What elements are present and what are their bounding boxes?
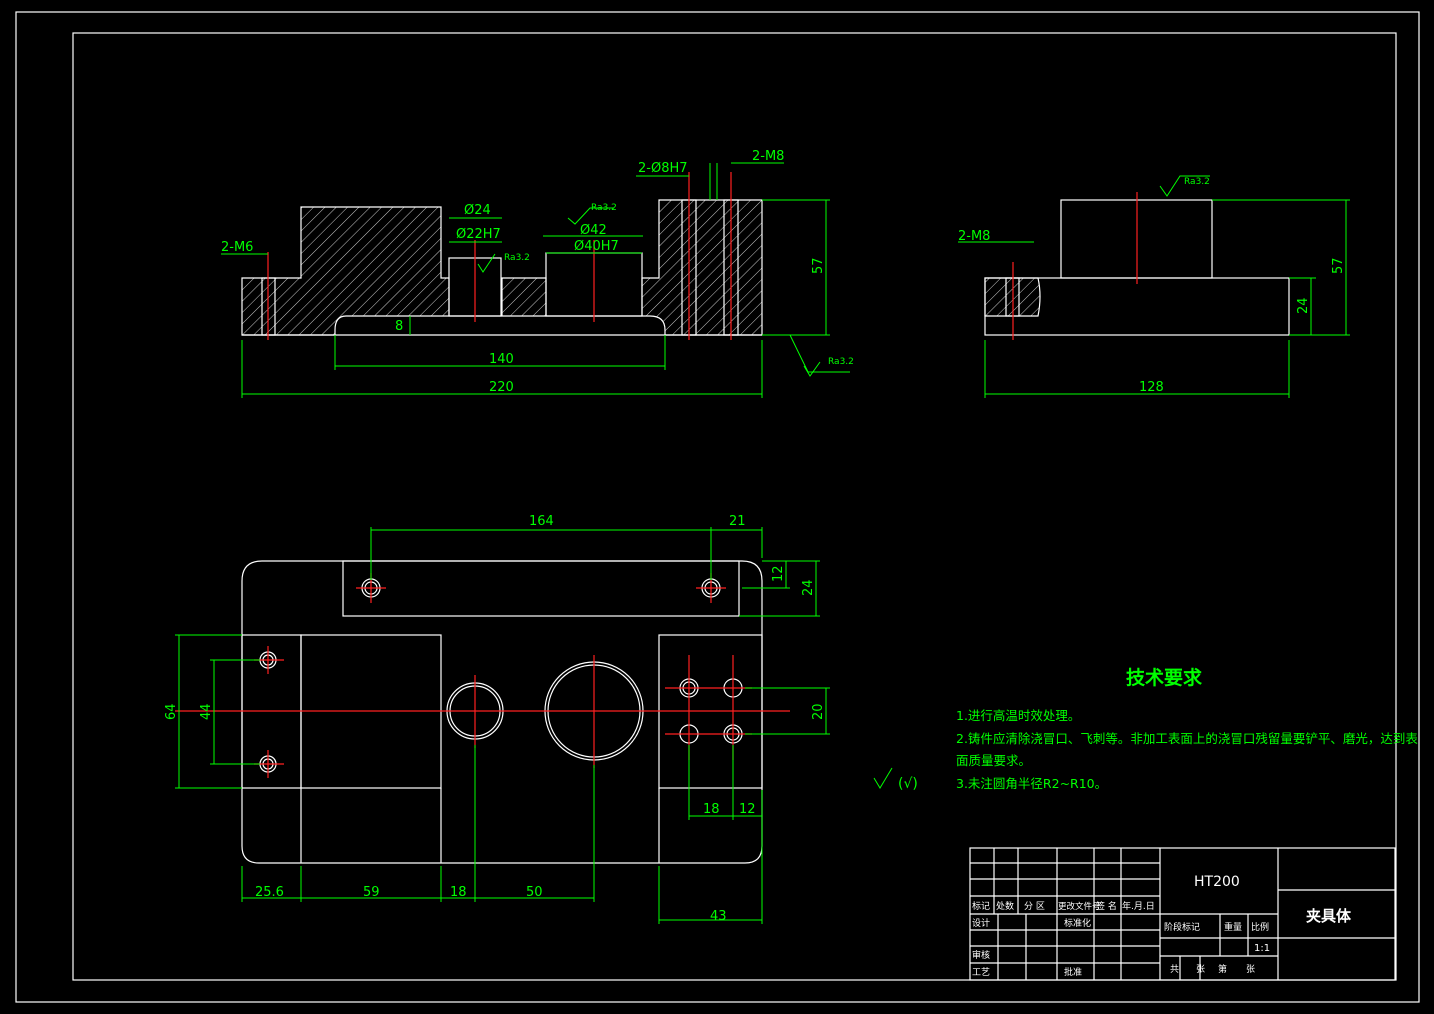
cell-gong: 共	[1170, 964, 1179, 975]
top-label-59: 59	[363, 885, 380, 900]
side-label-57: 57	[1331, 257, 1346, 274]
cell-zhang2: 张	[1246, 964, 1255, 975]
cell-jieduan: 阶段标记	[1164, 921, 1200, 933]
outer-border	[15, 11, 1420, 1003]
cell-shenhe: 审核	[972, 949, 990, 961]
material: HT200	[1194, 874, 1240, 890]
top-rail	[342, 560, 740, 617]
cell-di: 第	[1218, 963, 1227, 975]
label-phi42: Ø42	[580, 223, 607, 238]
label-57: 57	[811, 257, 826, 274]
cell-gongyi: 工艺	[972, 967, 990, 978]
cell-bili: 比例	[1251, 921, 1269, 933]
label-phi40h7: Ø40H7	[574, 239, 619, 254]
cell-nianyueri: 年.月.日	[1122, 900, 1155, 912]
side-label-2-m8: 2-M8	[958, 229, 990, 244]
cell-biaozhunhua: 标准化	[1064, 917, 1091, 929]
label-2-phi8h7: 2-Ø8H7	[638, 161, 688, 176]
cell-fenqu: 分 区	[1024, 901, 1045, 912]
top-label-18b: 18	[450, 885, 467, 900]
scale: 1:1	[1254, 943, 1270, 954]
cell-gengai: 更改文件号	[1058, 901, 1101, 912]
side-view: 2-M8 Ra3.2 57 24 128	[958, 175, 1350, 398]
part-name: 夹具体	[1306, 907, 1352, 925]
top-label-12b: 12	[739, 802, 756, 817]
label-phi22h7: Ø22H7	[456, 227, 501, 242]
top-outline	[241, 560, 763, 864]
label-140: 140	[489, 352, 514, 367]
top-label-44: 44	[199, 703, 214, 720]
cell-pizhun: 批准	[1064, 966, 1082, 978]
tech-line-1: 1.进行高温时效处理。	[956, 708, 1080, 723]
top-label-64: 64	[164, 703, 179, 720]
cell-chushu: 处数	[996, 900, 1014, 912]
label-ra-a: Ra3.2	[504, 253, 530, 263]
top-view: 164 21 12 24 64 44 20 18 12 25.6 59 18 5…	[164, 514, 830, 924]
side-label-128: 128	[1139, 380, 1164, 395]
tech-title: 技术要求	[1126, 666, 1203, 689]
top-label-43: 43	[710, 909, 727, 924]
cell-qianming: 签 名	[1096, 900, 1117, 912]
front-view: 2-M6 Ø24 Ø22H7 Ra3.2 Ra3.2 Ø42 Ø40H7 2-Ø…	[221, 149, 854, 398]
label-2-m8: 2-M8	[752, 149, 784, 164]
tech-line-4: 3.未注圆角半径R2~R10。	[956, 776, 1107, 791]
front-section-body	[241, 199, 763, 336]
top-label-25-6: 25.6	[255, 885, 284, 900]
title-block: HT200 夹具体 1:1 标记 处数 分 区 更改文件号 签 名 年.月.日 …	[969, 847, 1396, 981]
top-label-21: 21	[729, 514, 746, 529]
tech-line-2: 2.铸件应清除浇冒口、飞刺等。非加工表面上的浇冒口残留量要铲平、磨光，达到表	[956, 731, 1418, 746]
tech-requirements: 技术要求 1.进行高温时效处理。 2.铸件应清除浇冒口、飞刺等。非加工表面上的浇…	[873, 666, 1418, 792]
cell-biaoji: 标记	[972, 900, 990, 912]
label-2-m6: 2-M6	[221, 240, 253, 255]
side-label-ra: Ra3.2	[1184, 177, 1210, 187]
inner-frame	[72, 32, 1397, 981]
cell-zhongliang: 重量	[1224, 921, 1242, 933]
label-ra-b: Ra3.2	[591, 203, 617, 213]
top-label-12a: 12	[771, 565, 786, 582]
side-label-24: 24	[1296, 297, 1311, 314]
top-label-24: 24	[801, 579, 816, 596]
tech-line-3: 面质量要求。	[956, 753, 1031, 768]
cell-sheji: 设计	[972, 917, 990, 929]
label-220: 220	[489, 380, 514, 395]
top-label-50: 50	[526, 885, 543, 900]
label-phi24: Ø24	[464, 203, 491, 218]
top-label-20: 20	[811, 703, 826, 720]
cell-zhang: 张	[1196, 964, 1205, 975]
roughness-symbol-icon	[873, 767, 893, 789]
label-8: 8	[395, 319, 403, 334]
label-ra-c: Ra3.2	[828, 357, 854, 367]
top-label-18a: 18	[703, 802, 720, 817]
roughness-note: (√)	[898, 776, 918, 792]
top-label-164: 164	[529, 514, 554, 529]
